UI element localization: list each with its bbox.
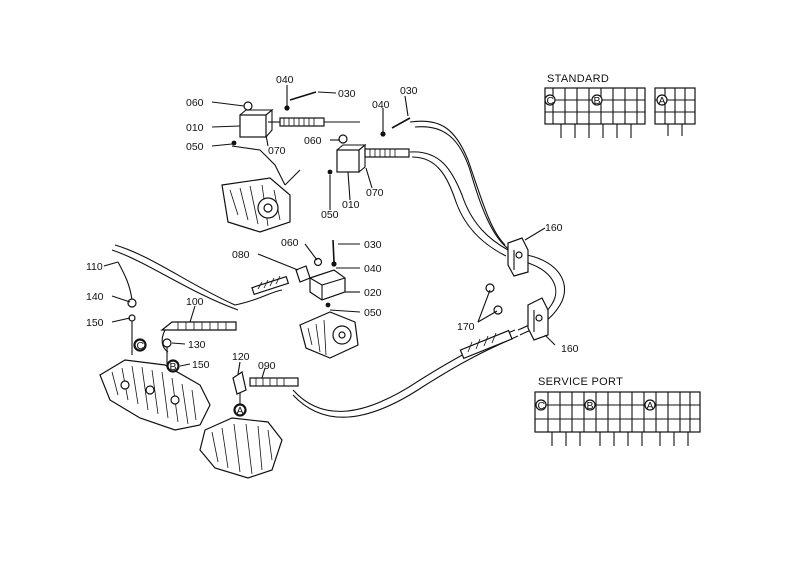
service-port-valve-bank (534, 391, 701, 446)
marker-a-standard-label: A (659, 95, 666, 107)
callout-160-upper: 160 (545, 222, 563, 234)
marker-b-standard-label: B (594, 95, 601, 107)
lever-assembly-upper-middle (327, 117, 411, 175)
marker-b-valve-label: B (170, 361, 177, 373)
callout-140: 140 (86, 291, 104, 303)
marker-c-standard (544, 94, 556, 106)
cable-routes (111, 120, 565, 418)
callout-050-center: 050 (364, 307, 382, 319)
standard-heading: STANDARD (547, 73, 609, 85)
callout-090: 090 (258, 360, 276, 372)
callout-050-top: 050 (186, 141, 204, 153)
callout-070-top: 070 (268, 145, 286, 157)
marker-b-valve (167, 360, 179, 372)
mounting-brackets-right (459, 237, 549, 360)
marker-a-valve (234, 404, 246, 416)
marker-c-valve-label: C (137, 340, 145, 352)
marker-c-valve (134, 339, 146, 351)
callout-040-upper-right: 040 (372, 99, 390, 111)
callout-080: 080 (232, 249, 250, 261)
lever-assembly-center (251, 239, 346, 308)
callout-120: 120 (232, 351, 250, 363)
hydraulic-motor-upper (221, 169, 301, 233)
marker-c-service-label: C (538, 400, 546, 412)
callout-labels: STANDARD SERVICE PORT 030 040 060 010 05… (86, 73, 623, 388)
callout-160-lower: 160 (561, 343, 579, 355)
hydraulic-motor-center (299, 311, 359, 359)
callout-030-center: 030 (364, 239, 382, 251)
marker-a-service (644, 399, 656, 411)
callout-040-top: 040 (276, 74, 294, 86)
callout-040-center: 040 (364, 263, 382, 275)
marker-c-standard-label: C (547, 95, 555, 107)
callout-150-left: 150 (86, 317, 104, 329)
section-markers: C B A C B A C B A (134, 94, 668, 417)
callout-050-middle: 050 (321, 209, 339, 221)
callout-010-middle: 010 (342, 199, 360, 211)
standard-valve-bank (544, 87, 696, 138)
callout-150-right: 150 (192, 359, 210, 371)
callout-170: 170 (457, 321, 475, 333)
marker-a-service-label: A (647, 400, 654, 412)
leader-lines (103, 85, 556, 379)
marker-b-service (584, 399, 596, 411)
marker-a-valve-label: A (237, 405, 244, 417)
callout-130: 130 (188, 339, 206, 351)
callout-070-middle: 070 (366, 187, 384, 199)
marker-c-service (535, 399, 547, 411)
callout-030-top: 030 (338, 88, 356, 100)
callout-110: 110 (86, 261, 103, 273)
callout-010-top: 010 (186, 122, 204, 134)
marker-b-service-label: B (587, 400, 594, 412)
callout-100: 100 (186, 296, 204, 308)
marker-a-standard (656, 94, 668, 106)
callout-030-upper-right: 030 (400, 85, 418, 97)
callout-060-top: 060 (186, 97, 204, 109)
callout-020: 020 (364, 287, 382, 299)
marker-b-standard (591, 94, 603, 106)
callout-060-center: 060 (281, 237, 299, 249)
control-valve-lower (199, 371, 299, 479)
service-port-heading: SERVICE PORT (538, 376, 623, 388)
callout-060-middle: 060 (304, 135, 322, 147)
